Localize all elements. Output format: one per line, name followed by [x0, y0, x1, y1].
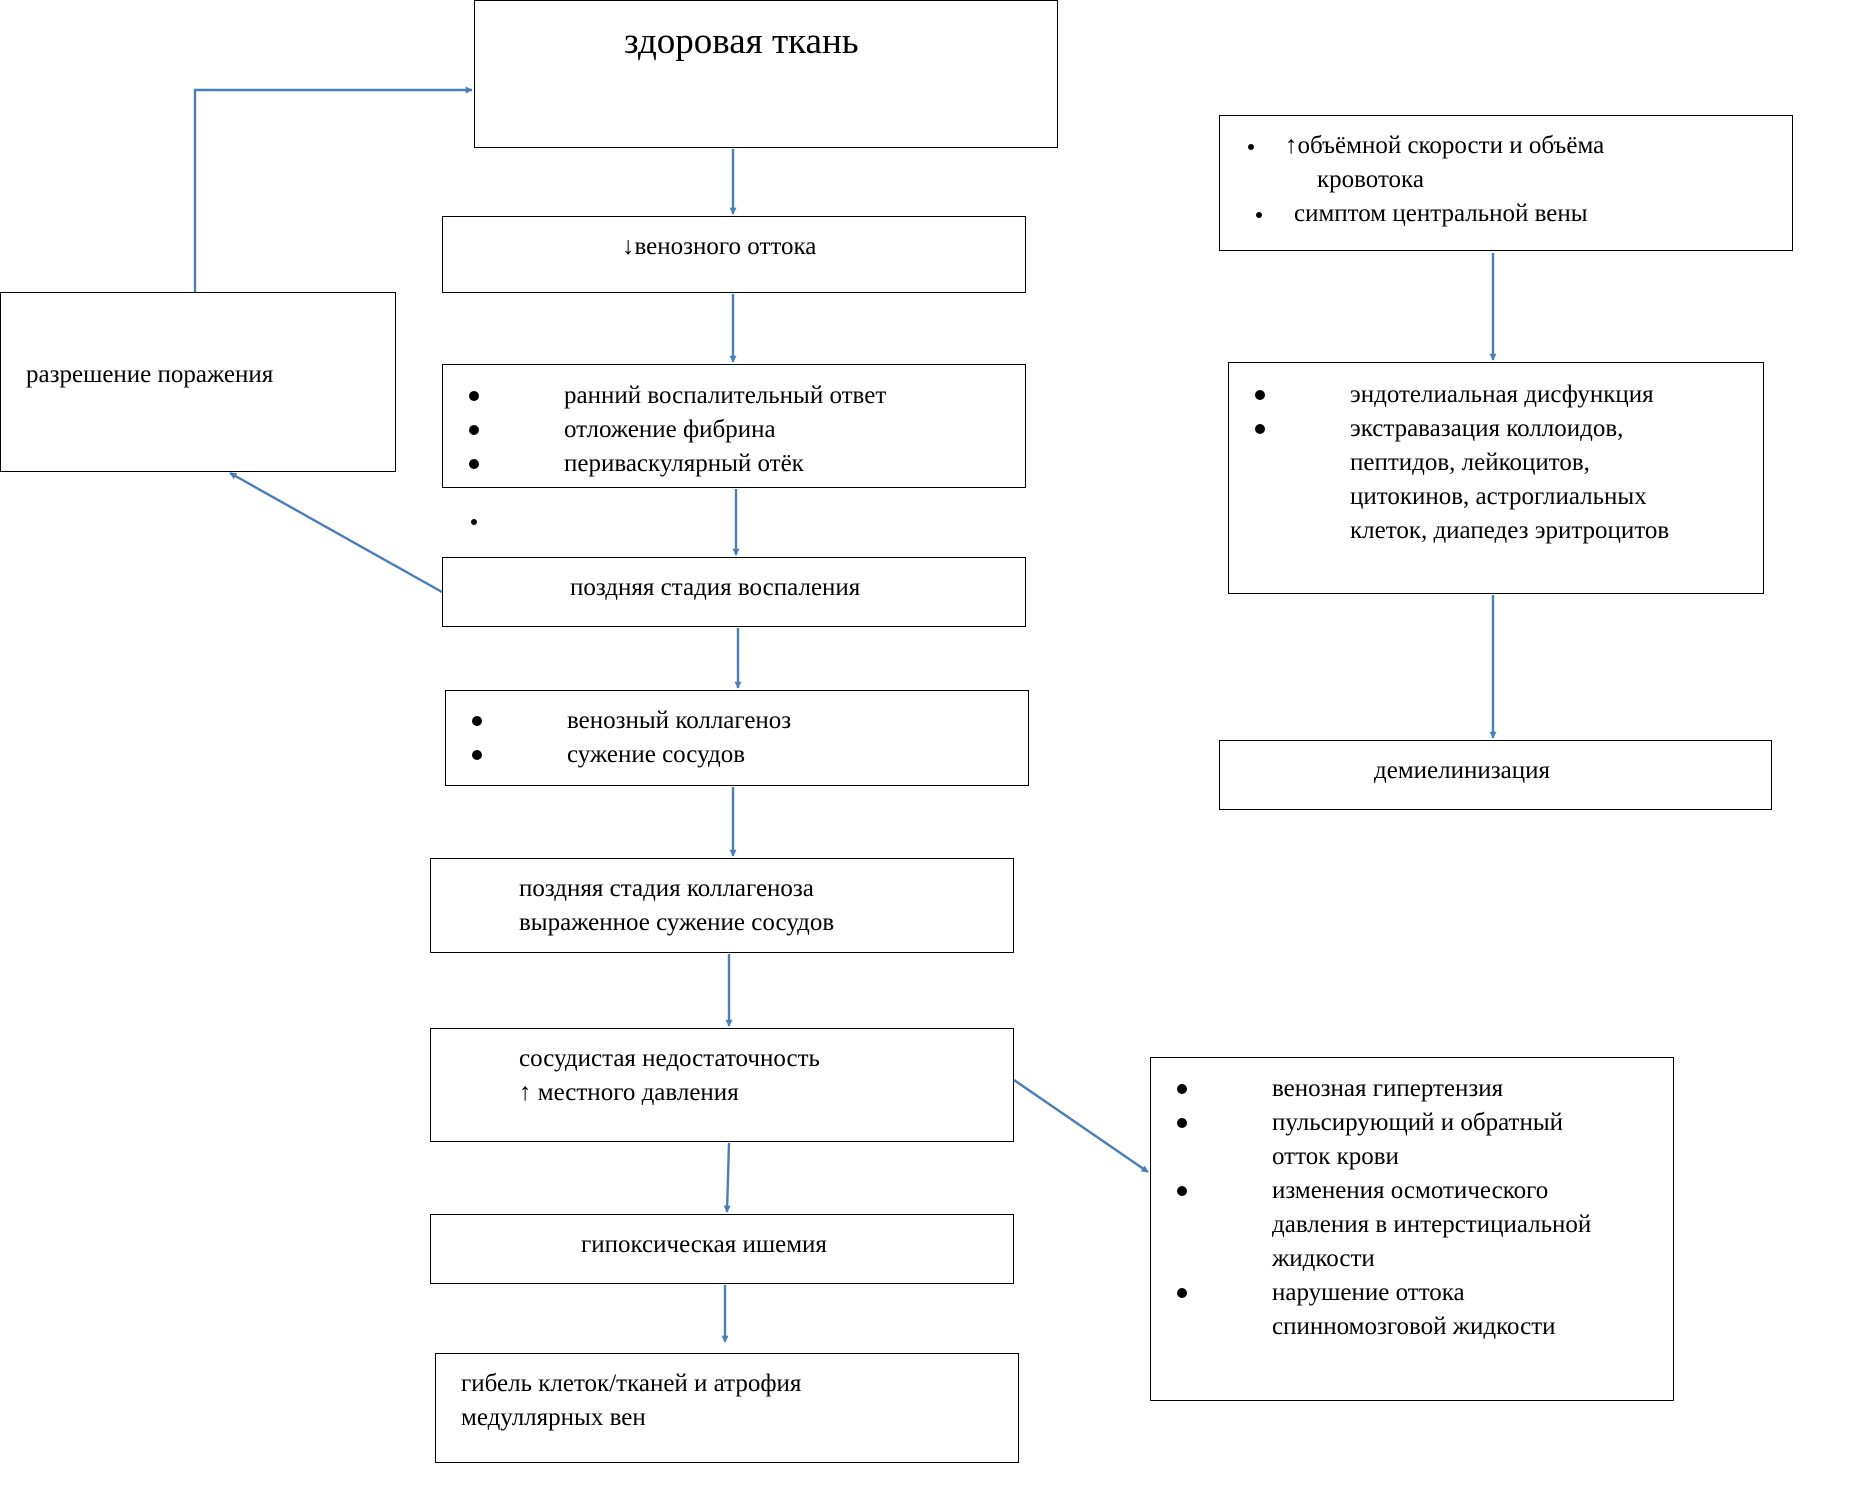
venous-collagenosis-item: сужение сосудов — [567, 741, 746, 768]
arrow-insufficiency-to-ischemia — [723, 1142, 731, 1213]
venous-hypertension-line: нарушение оттока — [1272, 1279, 1465, 1306]
node-blood-flow — [1219, 115, 1793, 251]
node-resolution — [0, 292, 396, 472]
node-healthy-tissue — [474, 0, 1058, 148]
node-vascular-insufficiency — [430, 1028, 1014, 1142]
bullet-icon — [472, 750, 482, 760]
bullet-icon — [1248, 144, 1254, 150]
arrow-insufficiency-to-hypertension — [1013, 1079, 1149, 1173]
node-endothelial — [1228, 362, 1764, 594]
node-resolution-label: разрешение поражения — [26, 361, 274, 388]
node-late-inflammation — [442, 557, 1026, 627]
vascular-insufficiency-line: сосудистая недостаточность — [519, 1045, 820, 1072]
node-demyelination-label: демиелинизация — [1374, 757, 1550, 784]
venous-hypertension-line: изменения осмотического — [1272, 1177, 1549, 1204]
node-late-collagenosis — [430, 858, 1014, 953]
blood-flow-line: симптом центральной вены — [1294, 200, 1588, 227]
stray-bullet-icon — [471, 519, 477, 525]
venous-hypertension-line: спинномозговой жидкости — [1272, 1313, 1556, 1340]
bullet-icon — [1177, 1118, 1187, 1128]
bullet-icon — [1255, 424, 1265, 434]
blood-flow-line: ↑объёмной скорости и объёма — [1285, 132, 1605, 159]
node-venous-outflow-label: ↓венозного оттока — [622, 233, 817, 260]
bullet-icon — [1177, 1288, 1187, 1298]
venous-hypertension-line: отток крови — [1272, 1143, 1399, 1170]
early-inflammation-item: периваскулярный отёк — [564, 450, 804, 477]
cell-death-line: гибель клеток/тканей и атрофия — [461, 1370, 802, 1397]
early-inflammation-item: отложение фибрина — [564, 416, 776, 443]
venous-collagenosis-item: венозный коллагеноз — [567, 707, 792, 734]
endothelial-line: пептидов, лейкоцитов, — [1350, 449, 1590, 476]
late-collagenosis-line: выраженное сужение сосудов — [519, 909, 835, 936]
node-healthy-tissue-label: здоровая ткань — [624, 21, 859, 62]
node-cell-death — [435, 1353, 1019, 1463]
endothelial-line: экстравазация коллоидов, — [1350, 415, 1624, 442]
arrow-resolution-to-healthy — [193, 86, 473, 292]
venous-hypertension-line: давления в интерстициальной — [1272, 1211, 1592, 1238]
node-demyelination — [1219, 740, 1772, 810]
bullet-icon — [469, 459, 479, 469]
endothelial-line: цитокинов, астроглиальных — [1350, 483, 1647, 510]
bullet-icon — [472, 716, 482, 726]
node-venous-hypertension — [1150, 1057, 1674, 1401]
bullet-icon — [469, 425, 479, 435]
node-venous-collagenosis — [445, 690, 1029, 786]
node-hypoxic-ischemia-label: гипоксическая ишемия — [581, 1231, 827, 1258]
node-hypoxic-ischemia — [430, 1214, 1014, 1284]
cell-death-line: медуллярных вен — [461, 1404, 646, 1431]
bullet-icon — [1177, 1084, 1187, 1094]
arrow-late-to-resolution — [229, 471, 443, 594]
bullet-icon — [469, 391, 479, 401]
early-inflammation-item: ранний воспалительный ответ — [564, 382, 887, 409]
node-late-inflammation-label: поздняя стадия воспаления — [570, 574, 861, 601]
bullet-icon — [1177, 1186, 1187, 1196]
blood-flow-line: кровотока — [1317, 166, 1424, 193]
endothelial-line: эндотелиальная дисфункция — [1350, 381, 1654, 408]
venous-hypertension-line: пульсирующий и обратный — [1272, 1109, 1564, 1136]
venous-hypertension-line: жидкости — [1272, 1245, 1375, 1272]
bullet-icon — [1255, 390, 1265, 400]
venous-hypertension-line: венозная гипертензия — [1272, 1075, 1504, 1102]
node-venous-outflow — [442, 216, 1026, 293]
endothelial-line: клеток, диапедез эритроцитов — [1350, 517, 1670, 544]
late-collagenosis-line: поздняя стадия коллагеноза — [519, 875, 814, 902]
vascular-insufficiency-line: ↑ местного давления — [519, 1079, 739, 1106]
node-early-inflammation — [442, 364, 1026, 488]
bullet-icon — [1256, 212, 1262, 218]
